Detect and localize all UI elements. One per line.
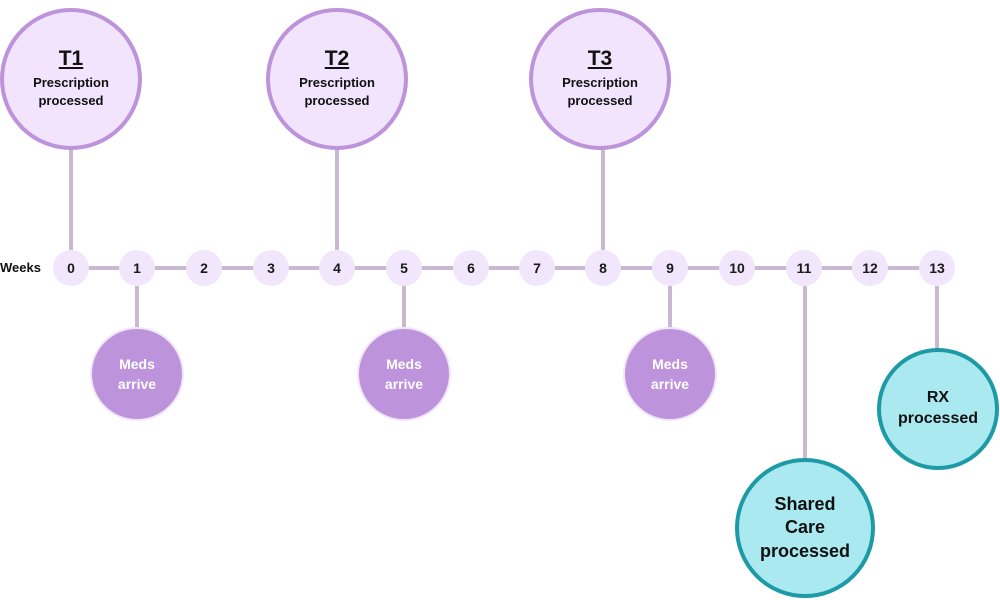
connector-meds-2 xyxy=(402,286,406,336)
t1-title: T1 xyxy=(58,47,84,71)
meds-3-line2: arrive xyxy=(650,376,690,392)
week-marker-8: 8 xyxy=(585,250,621,286)
t3-label-line2: processed xyxy=(567,93,633,109)
week-marker-10: 10 xyxy=(719,250,755,286)
connector-meds-3 xyxy=(668,286,672,336)
week-marker-4: 4 xyxy=(319,250,355,286)
t1-prescription-node: T1 Prescription processed xyxy=(0,8,142,150)
week-marker-13: 13 xyxy=(919,250,955,286)
connector-t3 xyxy=(601,148,605,250)
connector-t2 xyxy=(335,148,339,250)
connector-meds-1 xyxy=(135,286,139,336)
rx-line1: RX xyxy=(926,389,950,407)
meds-arrive-node-1: Meds arrive xyxy=(90,327,184,421)
shared-care-line2: Care xyxy=(784,517,825,538)
meds-arrive-node-3: Meds arrive xyxy=(623,327,717,421)
rx-processed-node: RX processed xyxy=(877,348,999,470)
meds-2-line2: arrive xyxy=(384,376,424,392)
rx-line2: processed xyxy=(897,410,979,427)
axis-label: Weeks xyxy=(0,260,41,275)
connector-t1 xyxy=(69,148,73,250)
t2-title: T2 xyxy=(324,47,350,71)
meds-3-line1: Meds xyxy=(652,355,688,372)
week-marker-11: 11 xyxy=(786,250,822,286)
week-marker-2: 2 xyxy=(186,250,222,286)
t3-prescription-node: T3 Prescription processed xyxy=(529,8,671,150)
week-marker-5: 5 xyxy=(386,250,422,286)
week-marker-12: 12 xyxy=(852,250,888,286)
meds-1-line1: Meds xyxy=(119,355,155,372)
t3-label-line1: Prescription xyxy=(562,75,638,91)
week-marker-1: 1 xyxy=(119,250,155,286)
week-marker-9: 9 xyxy=(652,250,688,286)
week-marker-7: 7 xyxy=(519,250,555,286)
t2-label-line1: Prescription xyxy=(299,75,375,91)
t1-label-line2: processed xyxy=(38,93,104,109)
week-marker-6: 6 xyxy=(453,250,489,286)
shared-care-line1: Shared xyxy=(774,493,836,514)
t2-label-line2: processed xyxy=(304,93,370,109)
meds-2-line1: Meds xyxy=(386,355,422,372)
week-marker-3: 3 xyxy=(253,250,289,286)
meds-1-line2: arrive xyxy=(117,376,157,392)
t2-prescription-node: T2 Prescription processed xyxy=(266,8,408,150)
t3-title: T3 xyxy=(587,47,613,71)
shared-care-line3: processed xyxy=(759,540,851,561)
connector-rx xyxy=(935,286,939,350)
meds-arrive-node-2: Meds arrive xyxy=(357,327,451,421)
timeline-axis-line xyxy=(70,266,938,270)
t1-label-line1: Prescription xyxy=(33,75,109,91)
connector-shared-care xyxy=(803,286,807,462)
week-marker-0: 0 xyxy=(53,250,89,286)
